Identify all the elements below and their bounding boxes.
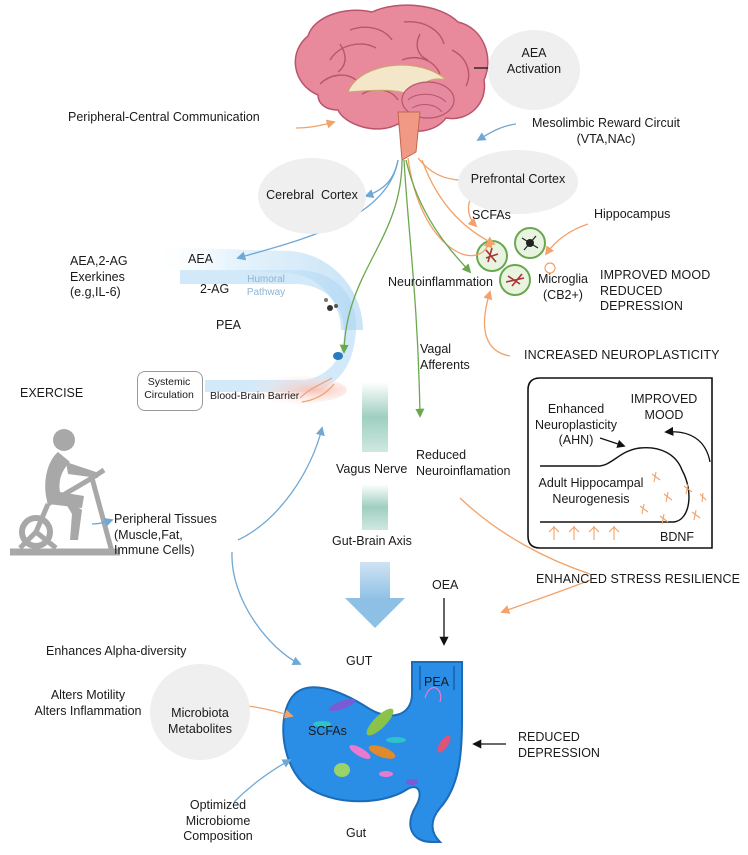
reduced-depression-label: REDUCED DEPRESSION bbox=[518, 730, 600, 760]
gut-bottom-label: Gut bbox=[346, 826, 367, 840]
aea-activation-label: AEA Activation bbox=[506, 46, 562, 76]
prefrontal-cortex-label: Prefrontal Cortex bbox=[470, 172, 566, 186]
exercise-label: EXERCISE bbox=[20, 386, 84, 400]
inset-enhanced-neuroplasticity-label: Enhanced Neuroplasticity (AHN) bbox=[535, 402, 617, 448]
microbiota-metabolites-label: Microbiota Metabolites bbox=[168, 706, 232, 736]
humoral-pathway-label: Humoral Pathway bbox=[246, 274, 286, 298]
scfas-gut-label: SCFAs bbox=[308, 724, 347, 738]
blue-arrows bbox=[91, 123, 517, 803]
hippocampus-label: Hippocampus bbox=[594, 207, 671, 221]
aea-activation-bubble bbox=[488, 30, 580, 110]
gut-brain-axis-label: Gut-Brain Axis bbox=[332, 534, 412, 548]
vagus-nerve-column bbox=[362, 382, 388, 530]
gut-illustration bbox=[282, 661, 463, 843]
microglia-label: Microglia (CB2+) bbox=[537, 272, 588, 302]
improved-mood-reduced-depression-label: IMPROVED MOOD REDUCED DEPRESSION bbox=[600, 268, 711, 314]
increased-neuroplasticity-label: INCREASED NEUROPLASTICITY bbox=[524, 348, 720, 362]
aea-label: AEA bbox=[188, 252, 214, 266]
inset-bdnf-label: BDNF bbox=[660, 530, 695, 544]
scfas-top-label: SCFAs bbox=[472, 208, 511, 222]
systemic-circulation-box bbox=[137, 371, 203, 411]
blood-brain-barrier-label: Blood-Brain Barrier bbox=[210, 390, 300, 402]
vagal-afferents-label: Vagal Afferents bbox=[420, 342, 470, 372]
gut-brain-big-arrow bbox=[345, 562, 405, 628]
enhances-alpha-diversity-label: Enhances Alpha-diversity bbox=[46, 644, 187, 658]
inset-adult-hippocampal-label: Adult Hippocampal Neurogenesis bbox=[538, 476, 644, 506]
alters-motility-label: Alters Motility Alters Inflammation bbox=[34, 688, 142, 718]
vagus-nerve-label: Vagus Nerve bbox=[336, 462, 408, 476]
optimized-microbiome-label: Optimized Microbiome Composition bbox=[183, 798, 253, 844]
exercise-bike-figure bbox=[10, 429, 120, 556]
brain-illustration bbox=[294, 4, 489, 161]
aea-2ag-exerkines-label: AEA,2-AG Exerkines (e.g,IL-6) bbox=[70, 254, 128, 300]
pea-gut-label: PEA bbox=[424, 675, 450, 689]
enhanced-stress-resilience-label: ENHANCED STRESS RESILIENCE bbox=[536, 572, 741, 586]
microbiota-bubble bbox=[150, 664, 250, 760]
cerebral-cortex-label: Cerebral Cortex bbox=[266, 188, 358, 202]
peripheral-tissues-label: Peripheral Tissues (Muscle,Fat, Immune C… bbox=[114, 512, 217, 558]
green-arrows bbox=[339, 159, 472, 418]
neurogenesis-inset bbox=[527, 377, 713, 549]
mesolimbic-label: Mesolimbic Reward Circuit (VTA,NAc) bbox=[532, 116, 680, 146]
gut-top-label: GUT bbox=[346, 654, 373, 668]
pea-top-label: PEA bbox=[216, 318, 242, 332]
systemic-circulation-label: Systemic Circulation bbox=[144, 376, 194, 402]
peripheral-central-label: Peripheral-Central Communication bbox=[68, 110, 260, 124]
prefrontal-cortex-bubble bbox=[458, 150, 578, 214]
reduced-neuroinflamation-label: Reduced Neuroinflamation bbox=[416, 448, 511, 478]
oea-label: OEA bbox=[432, 578, 459, 592]
two-ag-label: 2-AG bbox=[200, 282, 230, 296]
inset-improved-mood-label: IMPROVED MOOD bbox=[630, 392, 698, 422]
cerebral-cortex-bubble bbox=[258, 158, 366, 234]
neuroinflammation-label: Neuroinflammation bbox=[388, 275, 493, 289]
